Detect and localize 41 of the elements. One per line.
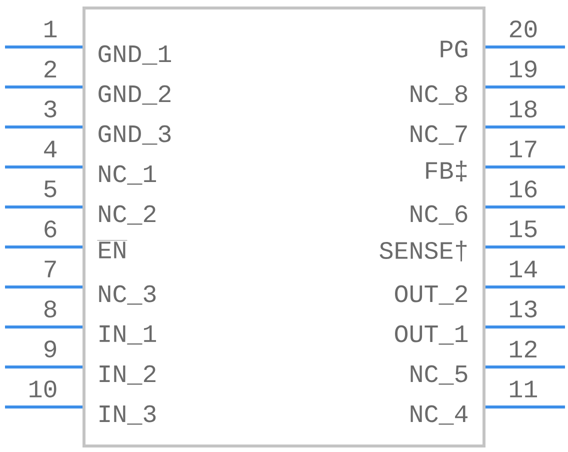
pin-name: NC_2 <box>99 205 156 225</box>
pin-number: 1 <box>44 20 57 38</box>
pin-name: SENSE† <box>380 240 467 262</box>
pin-number: 13 <box>510 300 537 318</box>
pin-name: IN_2 <box>100 365 156 385</box>
pin-number: 19 <box>510 60 536 78</box>
pin-number: 16 <box>510 180 537 198</box>
pin-number: 7 <box>44 260 56 278</box>
pin-name: GND_3 <box>98 125 171 145</box>
pin-number: 3 <box>44 100 56 118</box>
pin-number: 15 <box>510 220 537 238</box>
pin-name: GND_2 <box>98 85 170 105</box>
pin-name: NC_1 <box>99 165 156 185</box>
pin-name: NC_4 <box>410 405 468 425</box>
pin-number: 20 <box>510 20 537 38</box>
pin-name: OUT_1 <box>395 325 468 345</box>
pin-name: GND_1 <box>98 45 171 65</box>
pin-number: 8 <box>44 300 56 318</box>
pin-number: 9 <box>44 340 56 358</box>
pin-name: NC_3 <box>99 285 156 305</box>
pin-number: 18 <box>510 100 537 118</box>
pin-number: 11 <box>510 380 537 398</box>
pin-number: 10 <box>30 380 56 398</box>
pin-number: 12 <box>510 340 536 358</box>
pin-name: EN <box>97 240 128 258</box>
pin-name: NC_7 <box>410 125 467 145</box>
pin-number: 6 <box>44 220 56 238</box>
ic-body <box>82 6 486 448</box>
pin-number: 5 <box>44 180 56 198</box>
pin-name: NC_8 <box>410 85 468 105</box>
pin-number: 4 <box>44 140 57 158</box>
pin-name: NC_5 <box>410 365 468 385</box>
pin-name: NC_6 <box>410 205 468 225</box>
pin-number: 2 <box>44 60 56 78</box>
pin-number: 17 <box>510 140 536 158</box>
pin-name: FB‡ <box>426 160 467 182</box>
pin-name: IN_3 <box>100 405 156 425</box>
pin-name: IN_1 <box>100 325 156 345</box>
pin-name: PG <box>440 40 468 58</box>
pin-name: OUT_2 <box>395 285 468 305</box>
pin-number: 14 <box>510 260 537 278</box>
